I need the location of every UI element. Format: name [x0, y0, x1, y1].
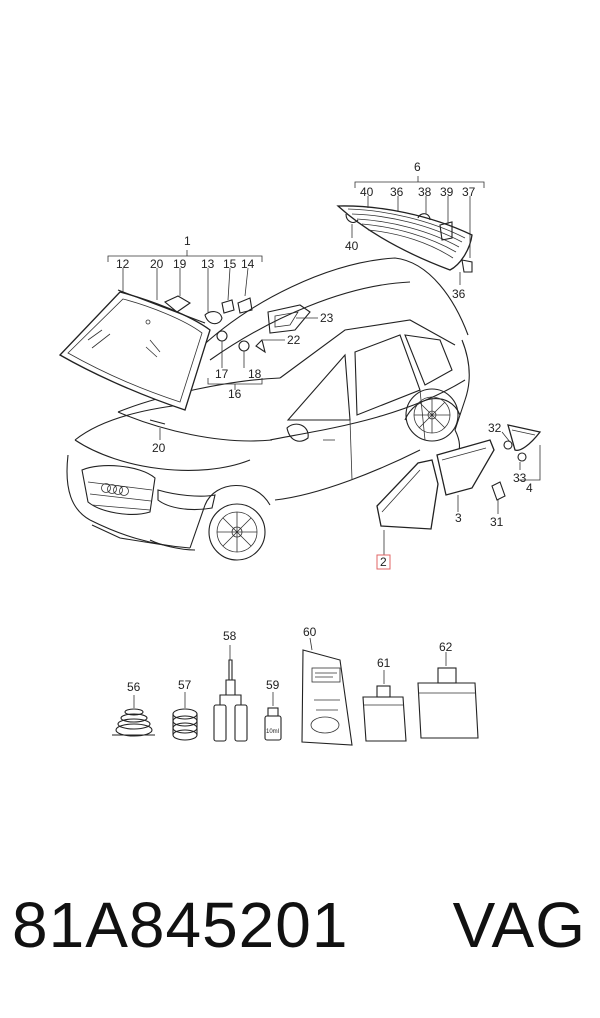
- bottle-label: 10ml: [266, 729, 279, 735]
- callout-18: 18: [248, 367, 262, 381]
- cleaner-container-61: 61: [362, 656, 407, 742]
- callout-58: 58: [223, 629, 237, 643]
- callout-14: 14: [241, 257, 255, 271]
- quarter-glass: [507, 424, 542, 451]
- callout-1: 1: [184, 234, 191, 248]
- callout-15: 15: [223, 257, 237, 271]
- callout-36: 36: [390, 185, 404, 199]
- brand-label: VAG: [452, 889, 586, 961]
- callout-2-highlight: [376, 554, 391, 570]
- callout-6: 6: [414, 160, 421, 174]
- callout-20-lower: 20: [152, 441, 166, 455]
- callout-4: 4: [526, 481, 533, 495]
- part-number: 81A845201: [12, 889, 349, 961]
- callout-56: 56: [127, 680, 141, 694]
- callout-33: 33: [513, 471, 527, 485]
- callout-38: 38: [418, 185, 432, 199]
- callout-23: 23: [320, 311, 334, 325]
- callout-22: 22: [287, 333, 301, 347]
- callout-40: 40: [360, 185, 374, 199]
- callout-36-lower: 36: [452, 287, 466, 301]
- callout-61: 61: [377, 656, 391, 670]
- callout-17: 17: [215, 367, 229, 381]
- seal-roll-57: 57: [172, 678, 198, 741]
- callout-13: 13: [201, 257, 215, 271]
- seal-strip: [117, 289, 206, 324]
- callout-32: 32: [488, 421, 502, 435]
- leader-lines: [122, 196, 521, 555]
- footer: 81A845201 VAG: [0, 888, 600, 988]
- front-door-glass: [376, 459, 439, 530]
- seal-coil-56: 56: [112, 680, 155, 737]
- primer-bottle-59: 10ml 59: [264, 678, 282, 741]
- adhesive-cartridge-58: 58: [213, 629, 248, 742]
- callout-19: 19: [173, 257, 187, 271]
- car-body: [66, 257, 470, 561]
- rear-window: [336, 205, 473, 273]
- repair-kit-bag-60: 60: [301, 625, 353, 746]
- callout-numbers: 1 12 20 19 13 15 14 17 18 16 20 22 23 6 …: [116, 160, 533, 570]
- lower-strip: [149, 419, 166, 425]
- callout-39: 39: [440, 185, 454, 199]
- callout-12: 12: [116, 257, 130, 271]
- bracket-lines: [107, 176, 541, 481]
- callout-57: 57: [178, 678, 192, 692]
- callout-16: 16: [228, 387, 242, 401]
- callout-40-lower: 40: [345, 239, 359, 253]
- rear-door-glass: [436, 439, 495, 496]
- mirror-mount: [267, 304, 311, 334]
- windscreen: [58, 291, 211, 411]
- callout-59: 59: [266, 678, 280, 692]
- callout-37: 37: [462, 185, 476, 199]
- callout-62: 62: [439, 640, 453, 654]
- callout-2: 2: [380, 555, 387, 569]
- callout-60: 60: [303, 625, 317, 639]
- activator-container-62: 62: [417, 640, 479, 739]
- callout-31: 31: [490, 515, 504, 529]
- callout-20: 20: [150, 257, 164, 271]
- callout-3: 3: [455, 511, 462, 525]
